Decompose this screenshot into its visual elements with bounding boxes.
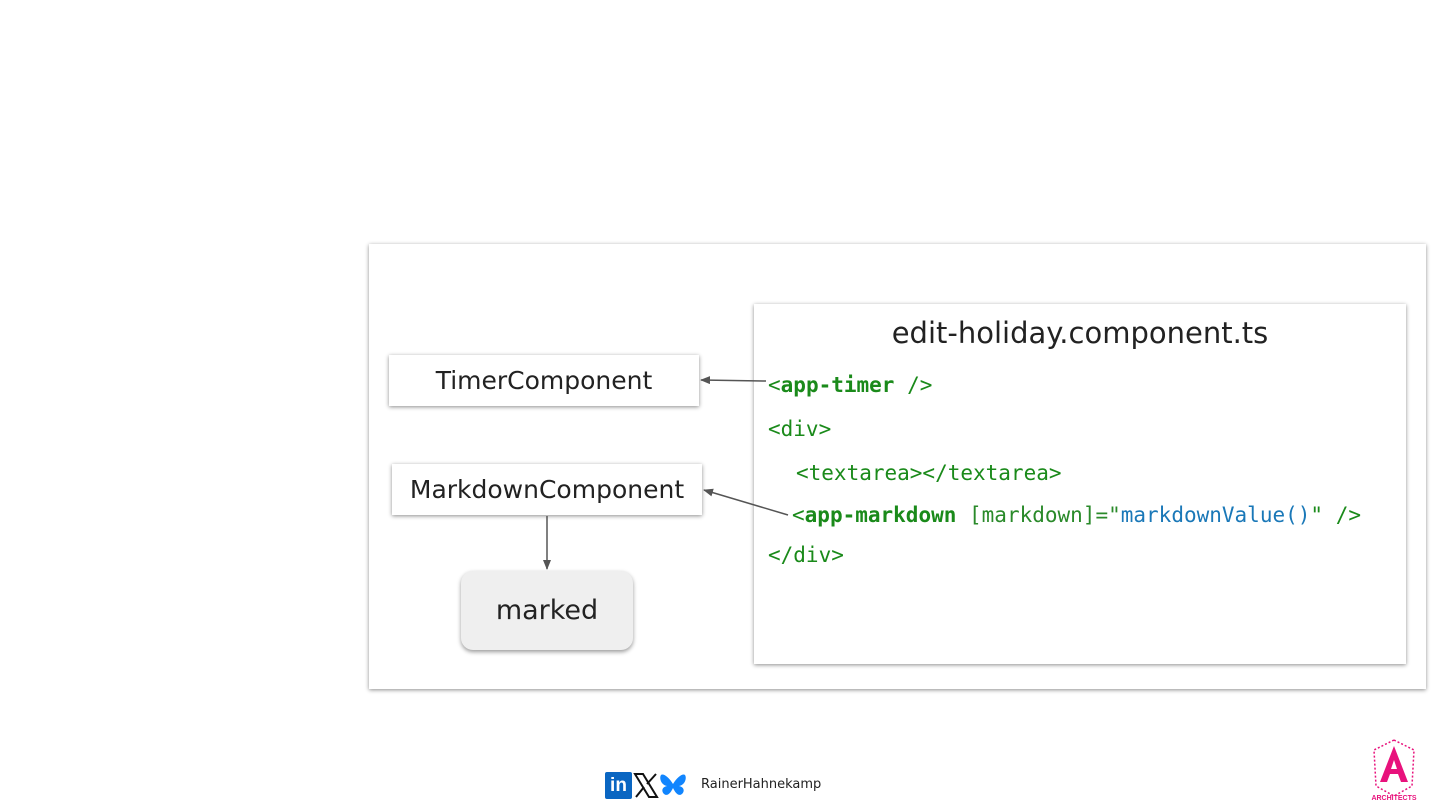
x-icon[interactable] (633, 772, 659, 799)
markdown-component-label: MarkdownComponent (409, 475, 685, 504)
svg-text:ARCHITECTS: ARCHITECTS (1371, 795, 1416, 802)
code-line-div-close: </div> (768, 543, 844, 567)
code-line-app-timer: <app-timer /> (768, 373, 933, 397)
marked-library-label: marked (495, 595, 599, 626)
bluesky-icon[interactable] (659, 772, 687, 799)
timer-component-box: TimerComponent (389, 355, 699, 406)
author-name: RainerHahnekamp (701, 777, 822, 792)
code-filename: edit-holiday.component.ts (891, 316, 1269, 350)
angular-architects-logo: ARCHITECTS (1371, 739, 1417, 802)
code-line-div-open: <div> (768, 417, 832, 441)
linkedin-icon[interactable]: in (605, 772, 632, 799)
marked-library-box: marked (461, 571, 633, 650)
code-line-app-markdown: <app-markdown [markdown]="markdownValue(… (792, 503, 1361, 527)
code-panel (754, 304, 1406, 664)
markdown-component-box: MarkdownComponent (392, 464, 702, 515)
timer-component-label: TimerComponent (435, 366, 653, 395)
code-line-textarea: <textarea></textarea> (796, 461, 1062, 485)
